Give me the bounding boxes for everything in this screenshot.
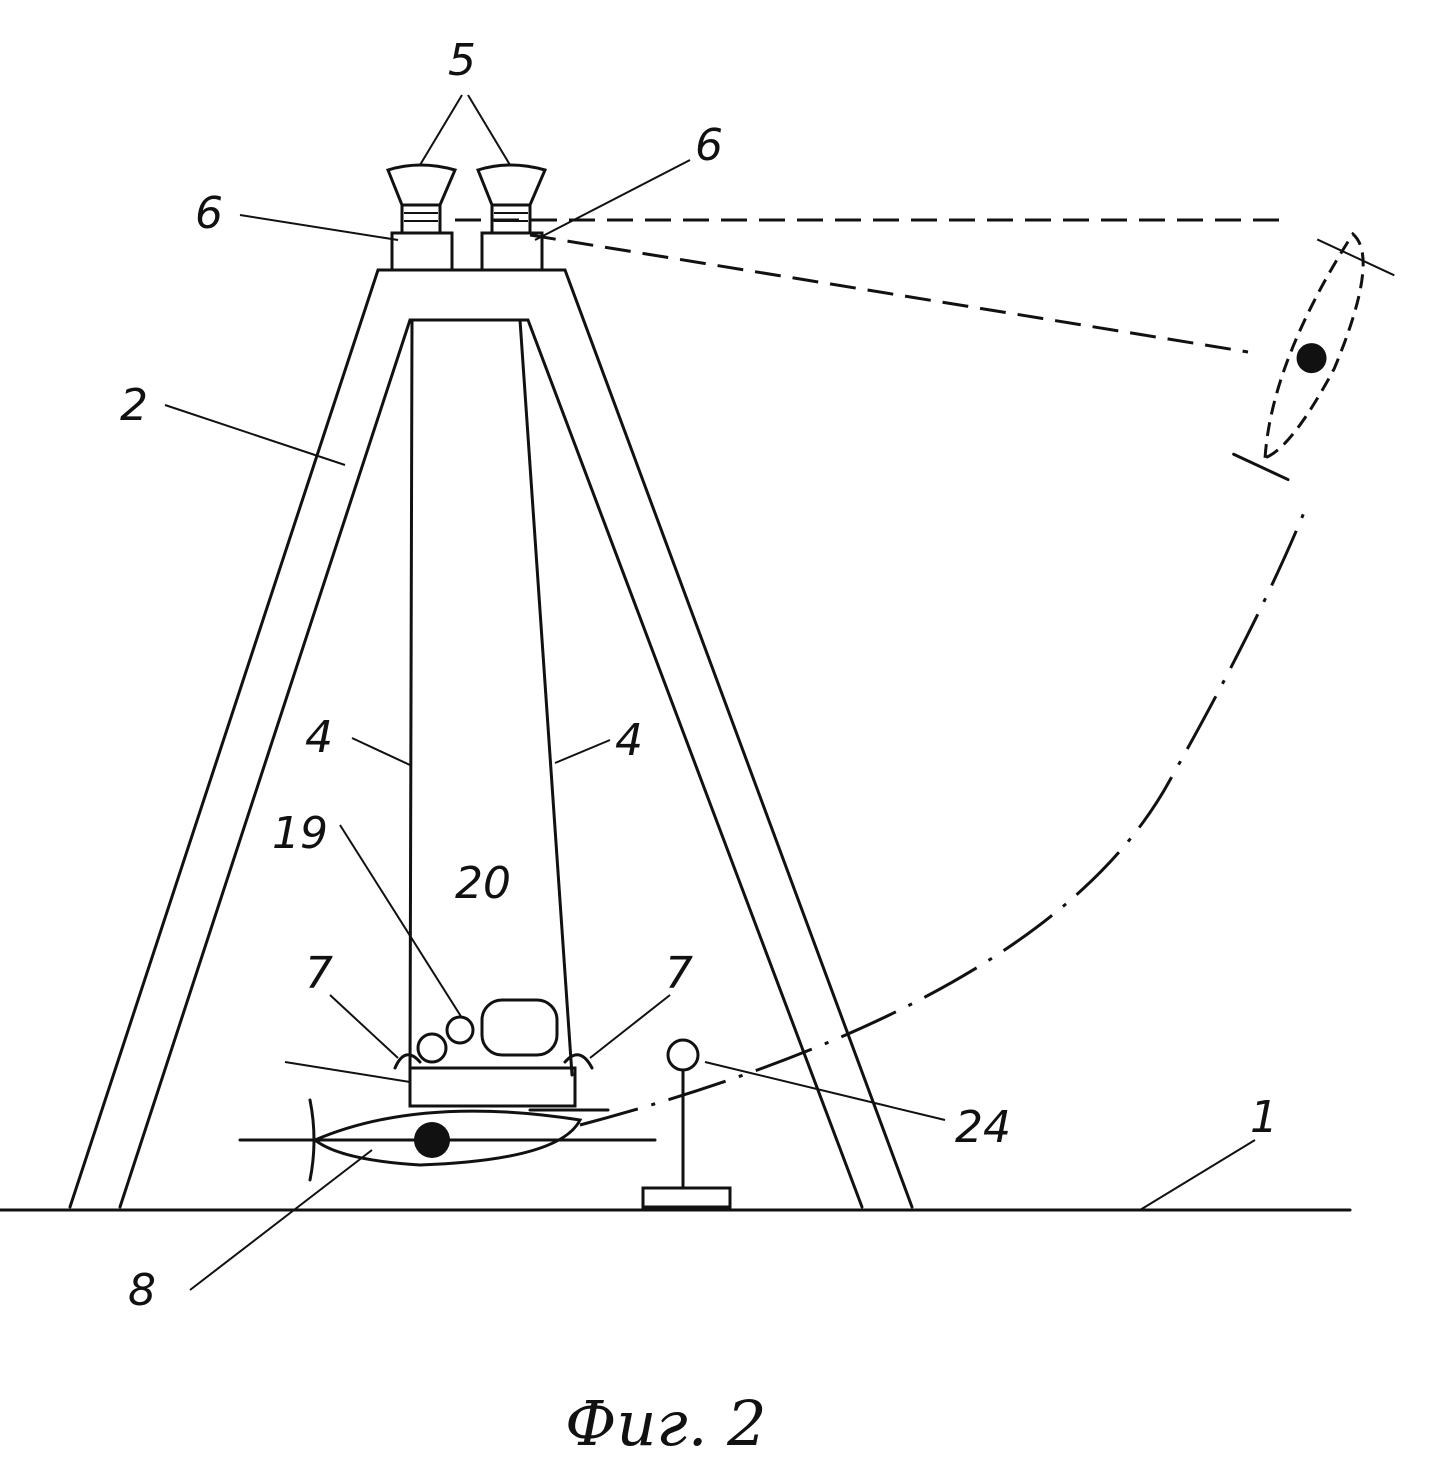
label-cable-left: 4 [305, 712, 333, 763]
gripper-platform [393, 998, 594, 1108]
label-gripper-left: 7 [305, 948, 333, 999]
tower-outer [68, 268, 914, 1209]
dashed-line-lower [529, 233, 1249, 354]
label-part-19: 19 [272, 808, 328, 859]
label-drive-left: 6 [195, 188, 223, 239]
label-pole: 24 [955, 1102, 1011, 1153]
label-part-20: 20 [455, 858, 511, 909]
label-ground: 1 [1250, 1092, 1278, 1143]
flight-trajectory [579, 509, 1307, 1127]
label-aircraft: 8 [128, 1265, 156, 1316]
cable-right [518, 318, 574, 1077]
aircraft-docked [238, 1098, 657, 1182]
label-gripper-right: 7 [665, 948, 693, 999]
pole [641, 1038, 732, 1209]
winch-right [476, 163, 548, 272]
aircraft-in-flight [1232, 231, 1395, 482]
label-cable-right: 4 [615, 715, 643, 766]
leader-lines [164, 94, 1256, 1291]
label-winches: 5 [448, 35, 476, 86]
figure-caption: Фиг. 2 [565, 1387, 767, 1460]
cable-left [408, 318, 414, 1077]
label-drive-right: 6 [695, 120, 723, 171]
winch-left [386, 163, 458, 272]
label-tower: 2 [120, 380, 148, 431]
tower-inner [118, 318, 864, 1209]
